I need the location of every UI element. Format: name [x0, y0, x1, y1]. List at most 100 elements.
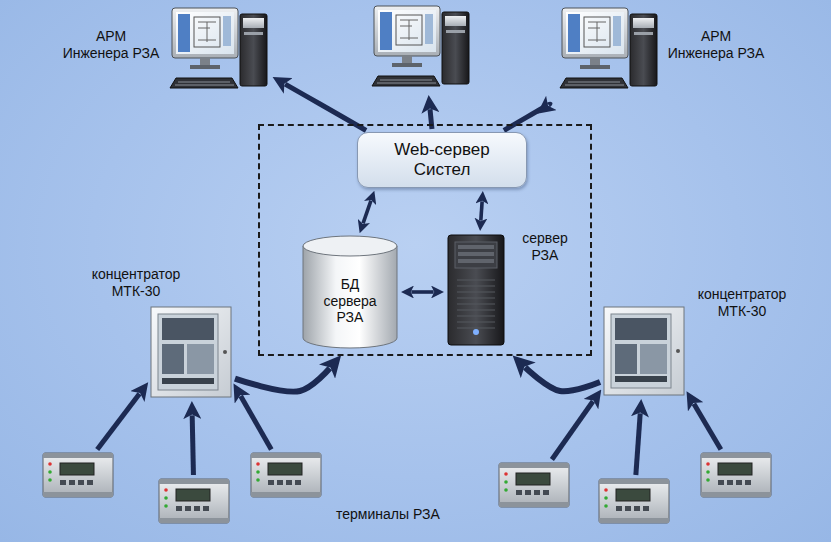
server-bay — [458, 245, 494, 249]
relay-terminal — [250, 452, 322, 498]
server-tower — [447, 234, 505, 346]
terminal-rail — [159, 518, 229, 523]
concentrator-cabinet — [150, 306, 232, 398]
terminal-key — [525, 490, 531, 495]
pc-tower-front — [445, 16, 466, 26]
connector-arrow — [552, 401, 593, 459]
cabinet-body — [604, 307, 684, 395]
terminal-case — [599, 479, 669, 523]
server-tower: сервер РЗА — [447, 230, 583, 348]
terminal-key — [185, 506, 191, 511]
cabinet-rail — [615, 376, 667, 382]
connector-arrow — [525, 367, 600, 391]
terminal-key — [194, 506, 200, 511]
pc-tower — [442, 12, 469, 84]
connector-arrow — [636, 413, 640, 475]
terminal-led — [164, 488, 168, 492]
monitor-stand — [402, 56, 412, 64]
terminal-led — [256, 470, 260, 474]
workstation-icon — [170, 6, 270, 94]
server-vent — [457, 292, 495, 293]
terminal-rail — [251, 492, 321, 497]
relay-terminal — [158, 478, 230, 524]
screen-panel — [568, 14, 580, 52]
cabinet-inner — [158, 314, 218, 390]
screen-bar — [613, 16, 621, 46]
terminal-led — [706, 462, 710, 466]
connector-arrow — [192, 415, 193, 475]
monitor-screen — [378, 10, 436, 52]
screen-bar — [425, 14, 433, 44]
relay-terminal — [250, 452, 322, 498]
terminal-key — [727, 480, 733, 485]
monitor-base — [392, 63, 422, 67]
concentrator-cabinet: концентратор МТК-30 — [600, 282, 800, 398]
terminal-led — [504, 480, 508, 484]
server-case — [448, 235, 504, 345]
screen-panel — [380, 12, 392, 50]
terminal-key — [87, 480, 93, 485]
db-cylinder-top — [303, 236, 397, 256]
process-box: Web-сервер Систел — [357, 132, 527, 188]
screen-bar — [223, 16, 231, 46]
workstation-icon: АРМ Инженера РЗА — [60, 6, 272, 98]
terminal-key — [203, 506, 209, 511]
screen-panel — [178, 14, 190, 52]
terminal-display — [718, 463, 752, 475]
server-vent — [457, 328, 495, 329]
cabinet-module — [162, 318, 214, 340]
terminal-key — [69, 480, 75, 485]
server-vent — [457, 304, 495, 305]
concentrator-cabinet: концентратор МТК-30 — [86, 266, 236, 398]
terminal-led — [504, 488, 508, 492]
screen-scheme — [198, 22, 216, 42]
server-vent — [457, 310, 495, 311]
screen-scheme — [584, 17, 610, 47]
relay-terminal — [700, 452, 772, 498]
server-vent — [457, 322, 495, 323]
workstation-icon: АРМ Инженера РЗА — [560, 6, 772, 98]
node-label: АРМ Инженера РЗА — [62, 28, 160, 61]
terminal-key — [295, 480, 301, 485]
pc-drive — [244, 32, 263, 35]
terminal-key — [634, 506, 640, 511]
terminal-key — [286, 480, 292, 485]
server-bay — [458, 259, 494, 263]
node-label: БД сервера РЗА — [320, 276, 380, 326]
keyboard — [170, 78, 238, 88]
cabinet-module — [640, 344, 667, 374]
monitor-screen — [176, 12, 234, 54]
terminal-rail — [499, 502, 569, 507]
terminal-led — [256, 462, 260, 466]
terminal-rail — [43, 453, 113, 458]
keyboard-keys — [175, 82, 234, 85]
terminal-display — [616, 489, 650, 501]
terminal-display — [268, 463, 302, 475]
terminal-led — [164, 496, 168, 500]
cabinet-rail — [162, 378, 214, 384]
screen-scheme — [588, 22, 606, 42]
cabinet-lock — [676, 349, 680, 353]
terminal-key — [268, 480, 274, 485]
connector-arrow — [97, 394, 139, 450]
terminal-rail — [499, 463, 569, 468]
server-vent — [457, 286, 495, 287]
keyboard — [372, 76, 440, 86]
terminal-display — [176, 489, 210, 501]
caption-label: терминалы РЗА — [336, 506, 440, 522]
terminal-key — [516, 490, 522, 495]
terminal-key — [625, 506, 631, 511]
keyboard-keys — [377, 80, 436, 83]
terminal-key — [736, 480, 742, 485]
keyboard — [560, 78, 628, 88]
terminal-led — [706, 470, 710, 474]
server-vent — [457, 316, 495, 317]
terminal-rail — [159, 479, 229, 484]
terminal-led — [706, 478, 710, 482]
server-front — [455, 242, 497, 268]
relay-terminal — [498, 462, 570, 508]
node-label: концентратор МТК-30 — [692, 286, 792, 319]
terminal-key — [277, 480, 283, 485]
cabinet-lock — [223, 350, 227, 354]
